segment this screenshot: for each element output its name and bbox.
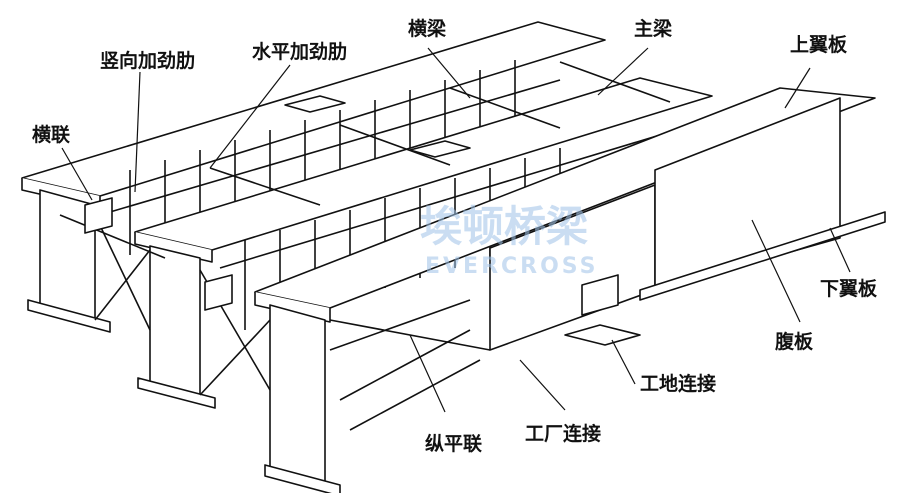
end-cross-bracing: [84, 197, 271, 396]
middle-girder: [134, 77, 713, 409]
label-vertical-stiffener: 竖向加劲肋: [100, 50, 196, 72]
label-shop-splice: 工厂连接: [525, 423, 602, 445]
label-main-girder: 主梁: [634, 18, 673, 40]
label-top-flange: 上翼板: [790, 34, 848, 56]
watermark-cn: 埃顿桥梁: [420, 202, 589, 251]
front-girder: [254, 87, 886, 493]
label-bottom-flange: 下翼板: [820, 278, 878, 300]
label-lateral-bracing: 纵平联: [425, 433, 483, 455]
leader-lines: [61, 47, 851, 413]
label-web-plate: 腹板: [775, 331, 814, 353]
label-horizontal-stiffener: 水平加劲肋: [252, 41, 348, 63]
label-cross-beam: 横梁: [408, 18, 447, 40]
label-cross-bracing: 横联: [32, 124, 71, 146]
label-field-splice: 工地连接: [640, 373, 717, 395]
watermark-en: EVERCROSS: [425, 254, 599, 279]
cross-beams: [59, 61, 671, 259]
